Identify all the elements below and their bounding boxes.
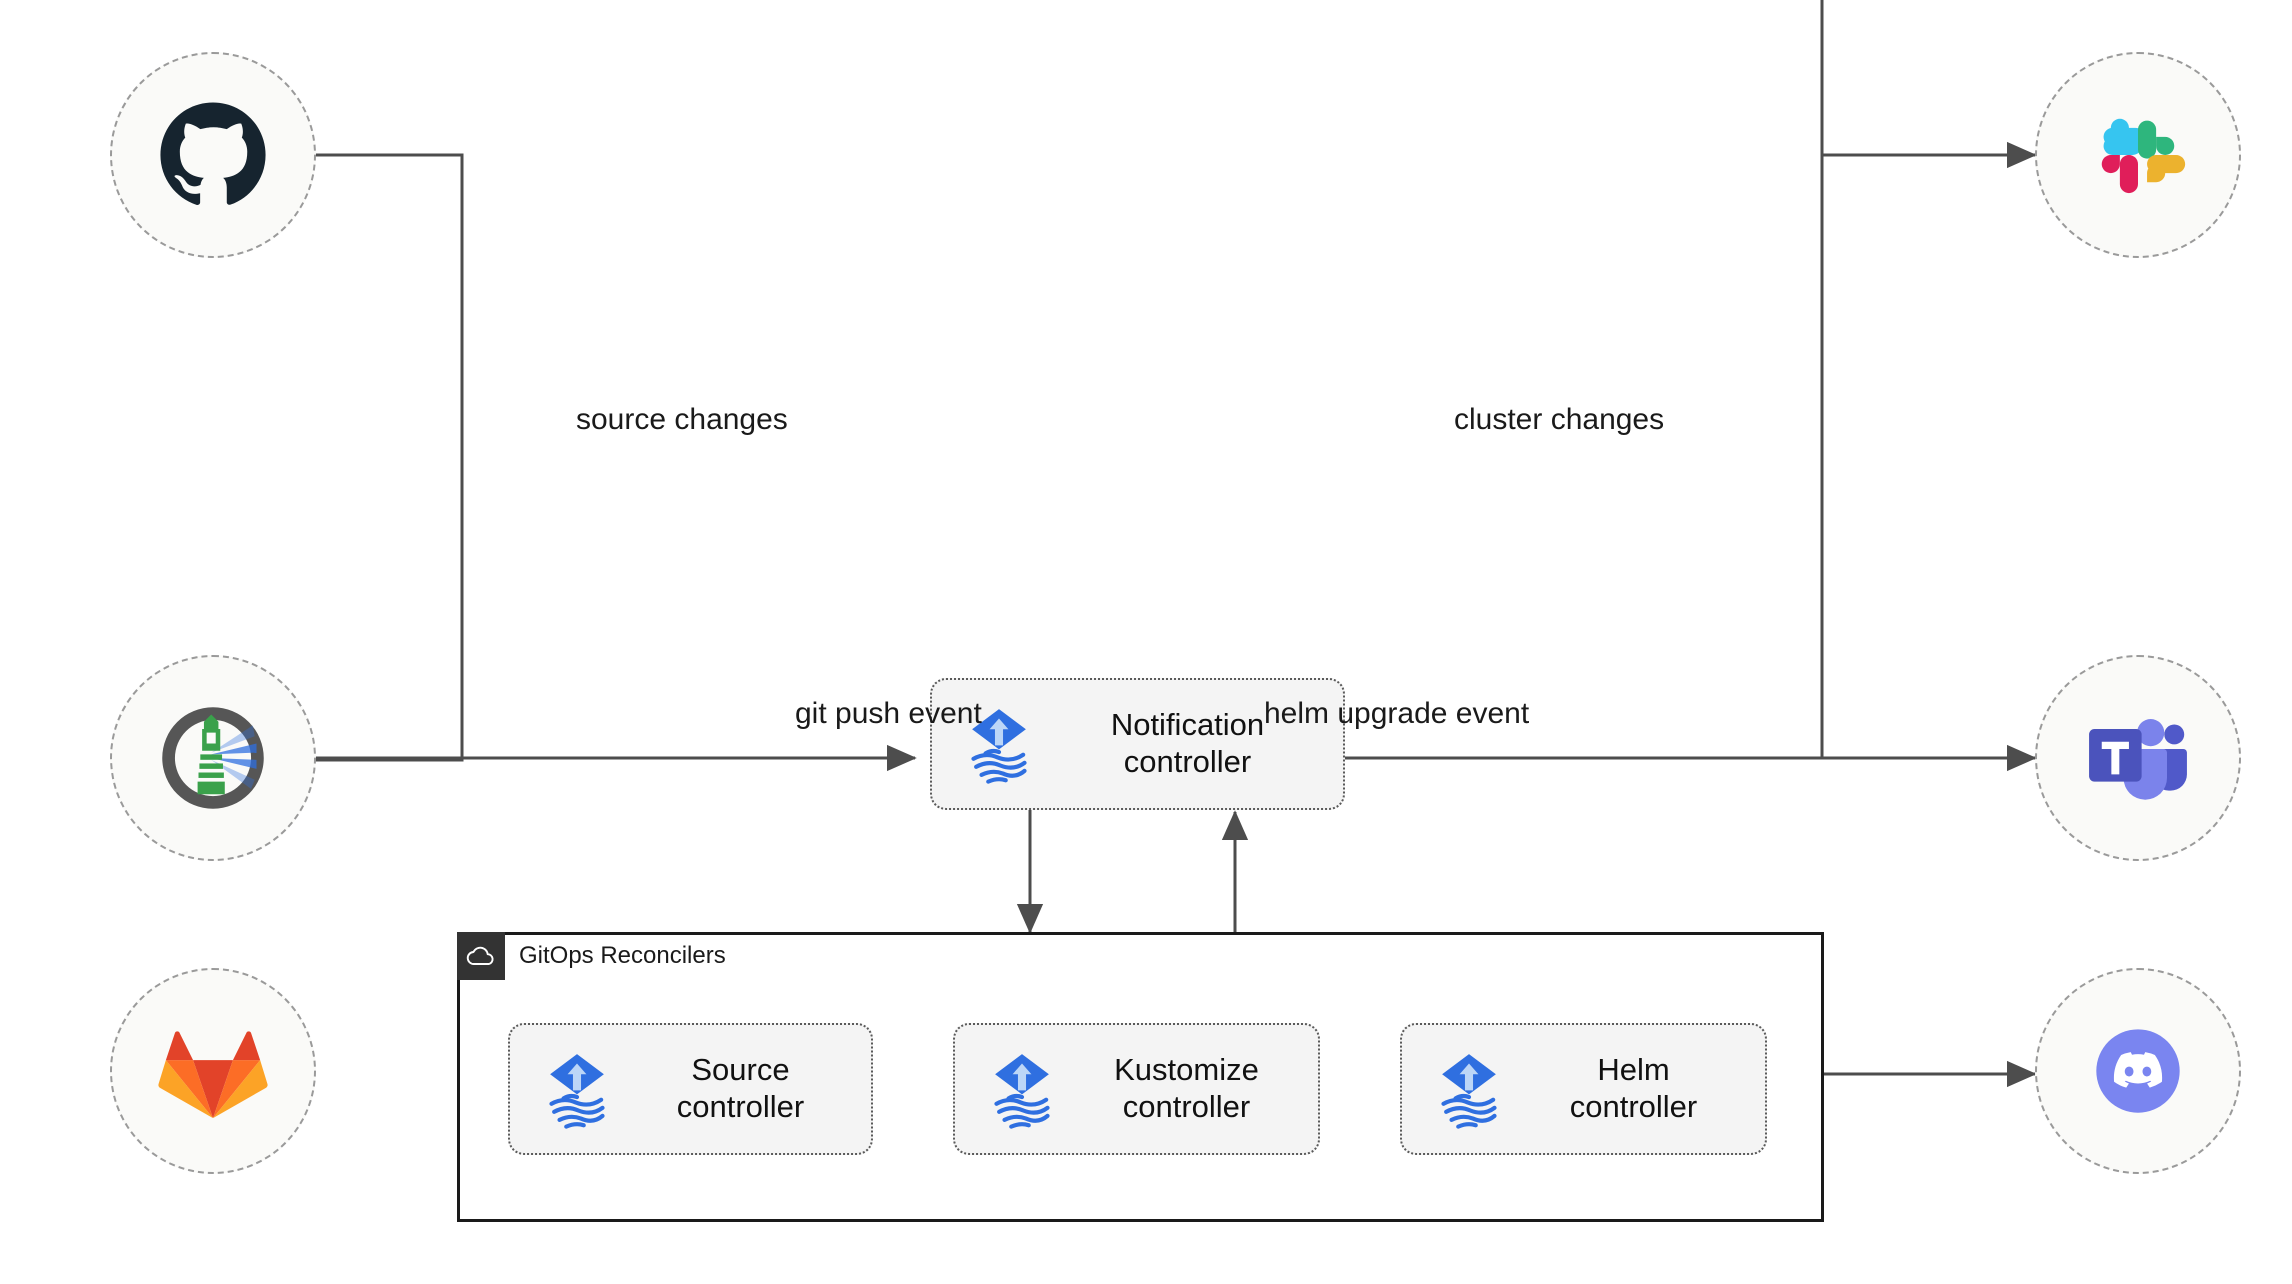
helm-controller-label: Helm controller	[1569, 1052, 1698, 1124]
edge-label-cluster-changes: cluster changes	[1454, 403, 1665, 436]
flux-logo-icon	[971, 709, 1027, 784]
flux-logo-icon	[549, 1054, 605, 1129]
flux-logo-icon	[994, 1054, 1050, 1129]
source-node-gitlab-visible[interactable]	[110, 968, 316, 1174]
helm-controller-box[interactable]: Helm controller	[1400, 1023, 1767, 1155]
flux-logo-icon	[1441, 1054, 1497, 1129]
gitops-reconcilers-titlebar: GitOps Reconcilers	[457, 932, 726, 980]
destination-node-discord[interactable]	[2035, 968, 2241, 1174]
teams-icon	[2089, 719, 2187, 800]
destination-node-teams[interactable]	[2035, 655, 2241, 861]
kustomize-controller-box[interactable]: Kustomize controller	[953, 1023, 1320, 1155]
gitops-reconcilers-title: GitOps Reconcilers	[519, 942, 726, 969]
source-controller-label: Source controller	[676, 1052, 805, 1124]
github-icon	[160, 102, 266, 205]
lighthouse-icon	[162, 707, 264, 809]
notification-controller-label: Notification controller	[1110, 707, 1265, 779]
destination-node-slack[interactable]	[2035, 52, 2241, 258]
edge-label-git-push-event: git push event	[795, 697, 982, 730]
gitlab-icon	[158, 1031, 268, 1119]
notification-controller-box[interactable]: Notification controller	[930, 678, 1345, 810]
slack-icon	[2101, 118, 2186, 194]
cloud-icon	[466, 946, 494, 965]
kustomize-controller-label: Kustomize controller	[1114, 1052, 1259, 1124]
edge-label-helm-upgrade-event: helm upgrade event	[1264, 697, 1530, 730]
source-controller-box[interactable]: Source controller	[508, 1023, 873, 1155]
source-node-flux[interactable]	[110, 655, 316, 861]
cloud-icon-tile	[457, 932, 505, 980]
edge-label-source-changes: source changes	[576, 403, 788, 436]
discord-icon	[2096, 1029, 2180, 1113]
source-node-github[interactable]	[110, 52, 316, 258]
